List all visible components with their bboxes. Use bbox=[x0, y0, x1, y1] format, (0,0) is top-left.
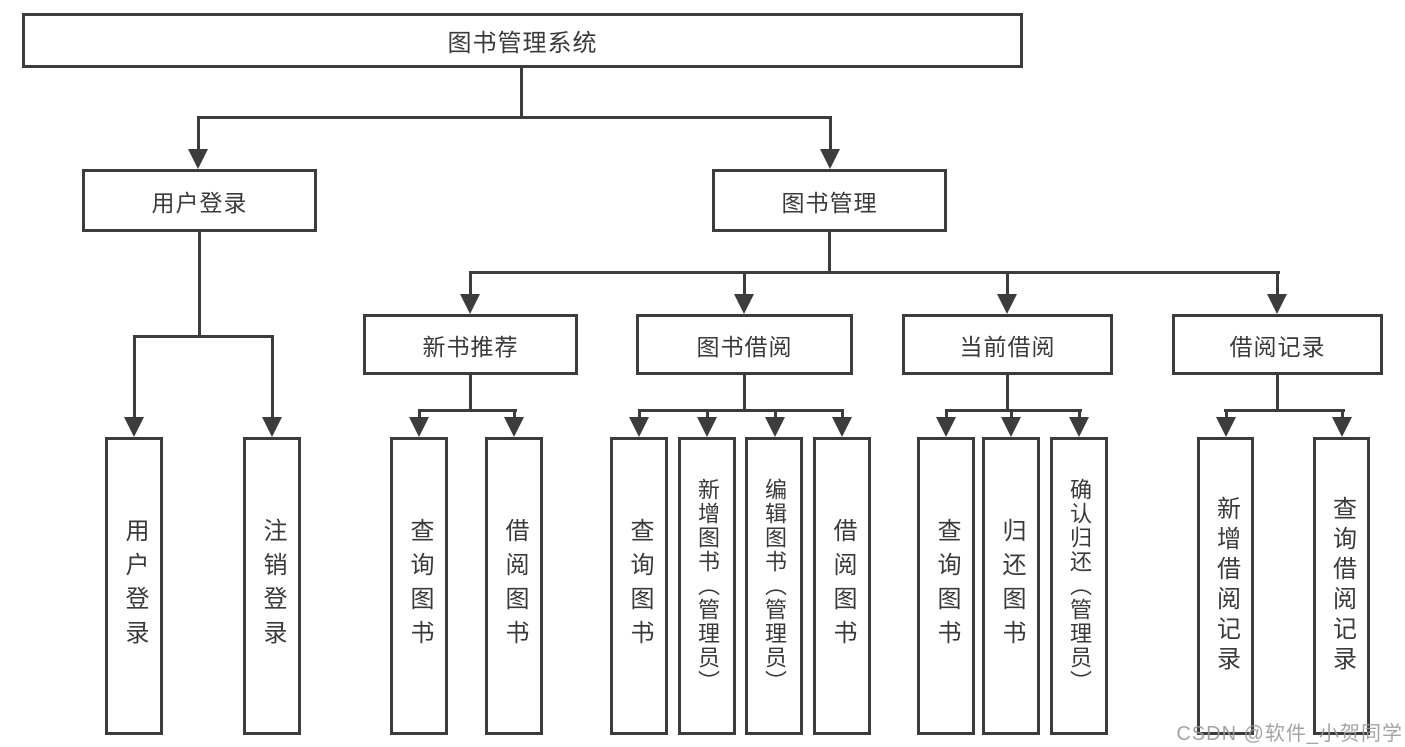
leaf-label: 确认归还（管理员） bbox=[1067, 478, 1092, 694]
connector-line bbox=[743, 375, 746, 411]
leaf-label: 注销登录 bbox=[259, 518, 286, 654]
connector-line bbox=[469, 375, 472, 411]
leaf-label: 查询图书 bbox=[406, 518, 433, 654]
node-borrowing-records: 借阅记录 bbox=[1172, 314, 1383, 375]
node-user-login: 用户登录 bbox=[82, 169, 317, 232]
leaf-user-login: 用户登录 bbox=[105, 437, 163, 735]
node-label: 借阅记录 bbox=[1229, 333, 1326, 360]
connector-line bbox=[945, 409, 1082, 412]
arrow-down-icon bbox=[124, 337, 144, 437]
arrow-down-icon bbox=[1216, 411, 1236, 437]
connector-line bbox=[1224, 409, 1345, 412]
watermark-text: CSDN @软件_小贺同学 bbox=[1176, 723, 1403, 745]
leaf-label: 查询借阅记录 bbox=[1328, 496, 1356, 676]
node-book-management: 图书管理 bbox=[712, 169, 947, 232]
arrow-down-icon bbox=[629, 411, 649, 437]
leaf-add-borrow-record: 新增借阅记录 bbox=[1197, 437, 1254, 735]
arrow-down-icon bbox=[504, 411, 524, 437]
arrow-down-icon bbox=[697, 411, 717, 437]
leaf-query-borrow-record: 查询借阅记录 bbox=[1313, 437, 1370, 735]
arrow-down-icon bbox=[188, 117, 208, 169]
arrow-down-icon bbox=[936, 411, 956, 437]
connector-line bbox=[1276, 375, 1279, 411]
leaf-query-books-3: 查询图书 bbox=[917, 437, 975, 735]
leaf-edit-book-admin: 编辑图书（管理员） bbox=[745, 437, 803, 735]
node-label: 图书管理 bbox=[781, 189, 878, 216]
node-label: 图书借阅 bbox=[696, 333, 793, 360]
arrow-down-icon bbox=[734, 274, 754, 314]
connector-line bbox=[1006, 375, 1009, 411]
connector-line bbox=[469, 271, 1280, 274]
node-label: 图书管理系统 bbox=[447, 30, 598, 57]
arrow-down-icon bbox=[262, 337, 282, 437]
node-book-borrowing: 图书借阅 bbox=[636, 314, 853, 375]
arrow-down-icon bbox=[1069, 411, 1089, 437]
leaf-query-books-1: 查询图书 bbox=[390, 437, 448, 735]
arrow-down-icon bbox=[765, 411, 785, 437]
arrow-down-icon bbox=[409, 411, 429, 437]
arrow-down-icon bbox=[832, 411, 852, 437]
leaf-label: 归还图书 bbox=[998, 518, 1025, 654]
leaf-confirm-return-admin: 确认归还（管理员） bbox=[1050, 437, 1108, 735]
leaf-label: 编辑图书（管理员） bbox=[762, 478, 787, 694]
leaf-borrow-books-2: 借阅图书 bbox=[813, 437, 871, 735]
connector-line bbox=[520, 68, 523, 117]
connector-line bbox=[418, 409, 517, 412]
leaf-label: 借阅图书 bbox=[501, 518, 528, 654]
arrow-down-icon bbox=[1267, 274, 1287, 314]
leaf-label: 借阅图书 bbox=[829, 518, 856, 654]
node-label: 用户登录 bbox=[151, 189, 248, 216]
arrow-down-icon bbox=[1332, 411, 1352, 437]
node-label: 当前借阅 bbox=[959, 333, 1056, 360]
connector-line bbox=[828, 232, 831, 274]
leaf-borrow-books-1: 借阅图书 bbox=[485, 437, 543, 735]
arrow-down-icon bbox=[460, 274, 480, 314]
leaf-label: 新增图书（管理员） bbox=[695, 478, 720, 694]
leaf-label: 新增借阅记录 bbox=[1212, 496, 1240, 676]
arrow-down-icon bbox=[1001, 411, 1021, 437]
arrow-down-icon bbox=[820, 117, 840, 169]
connector-line bbox=[198, 232, 201, 336]
leaf-logout: 注销登录 bbox=[243, 437, 301, 735]
leaf-query-books-2: 查询图书 bbox=[610, 437, 668, 735]
leaf-add-book-admin: 新增图书（管理员） bbox=[678, 437, 736, 735]
arrow-down-icon bbox=[997, 274, 1017, 314]
leaf-label: 用户登录 bbox=[121, 518, 148, 654]
leaf-label: 查询图书 bbox=[933, 518, 960, 654]
connector-line bbox=[133, 335, 274, 338]
connector-line bbox=[197, 116, 832, 119]
node-current-borrowing: 当前借阅 bbox=[902, 314, 1113, 375]
node-new-book-recommendation: 新书推荐 bbox=[363, 314, 578, 375]
leaf-label: 查询图书 bbox=[626, 518, 653, 654]
leaf-return-book: 归还图书 bbox=[982, 437, 1040, 735]
node-label: 新书推荐 bbox=[422, 333, 519, 360]
node-library-management-system: 图书管理系统 bbox=[22, 13, 1023, 68]
connector-line bbox=[638, 409, 844, 412]
